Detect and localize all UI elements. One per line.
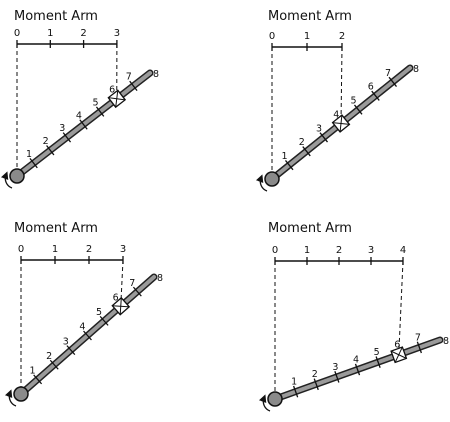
rod-tick-label: 3 xyxy=(332,362,338,373)
rod-tick-label: 5 xyxy=(374,347,380,358)
panel-title: Moment Arm xyxy=(14,9,98,24)
rod-tick xyxy=(79,119,88,130)
weight-cross xyxy=(119,297,122,315)
scale-tick-label: 0 xyxy=(269,31,275,42)
rod-tick-label: 4 xyxy=(353,354,359,365)
weight-box xyxy=(390,346,408,364)
rod-tick xyxy=(29,157,38,169)
pivot-joint xyxy=(9,168,25,184)
scale-tick-label: 2 xyxy=(86,244,92,255)
weight-guide-line xyxy=(340,46,343,124)
rod-tick-label: 4 xyxy=(79,322,85,333)
rod-tick-label: 7 xyxy=(415,332,421,343)
rod-tick-label: 3 xyxy=(63,336,69,347)
pivot-joint xyxy=(267,391,283,407)
rod-tick xyxy=(95,106,105,117)
rod-tick-label: 3 xyxy=(316,123,322,134)
rod-tick-label: 1 xyxy=(29,366,35,377)
rod-tick-label: 1 xyxy=(282,151,288,162)
rod-tick-label: 2 xyxy=(312,369,318,380)
weight-box xyxy=(107,89,127,109)
rod-tick xyxy=(49,359,59,370)
rod-tick xyxy=(46,145,55,156)
rod-tick xyxy=(319,132,329,143)
weight-box xyxy=(331,114,351,133)
rotation-arrow-icon xyxy=(0,171,13,189)
scale-tick-label: 1 xyxy=(304,31,310,42)
rod-tick xyxy=(388,76,398,87)
rod-tick xyxy=(129,80,138,92)
rod-tick-label: 8 xyxy=(413,64,419,75)
panel-title: Moment Arm xyxy=(268,221,352,236)
rod-tick-label: 1 xyxy=(291,377,297,388)
weight-cross xyxy=(115,90,119,108)
rotation-arrow-icon xyxy=(255,174,268,192)
rod-tick xyxy=(66,345,76,356)
rod-tick-label: 7 xyxy=(129,278,135,289)
pivot-joint xyxy=(264,171,280,187)
rod-tick-label: 6 xyxy=(113,292,119,303)
rod-tick-label: 7 xyxy=(126,72,132,83)
rod-tick xyxy=(62,132,72,143)
rod-tick-label: 8 xyxy=(443,336,449,347)
scale-tick-label: 2 xyxy=(339,31,345,42)
rod-tick xyxy=(99,315,109,326)
rod-tick-label: 8 xyxy=(153,69,159,80)
scale-tick-label: 1 xyxy=(47,28,53,39)
pivot-joint xyxy=(13,386,29,402)
rod-tick-label: 7 xyxy=(385,68,391,79)
scale-tick-label: 3 xyxy=(114,28,120,39)
rod-tick xyxy=(132,286,142,297)
rod-tick-label: 5 xyxy=(351,96,357,107)
scale-tick-label: 4 xyxy=(400,245,406,256)
rod-tick-label: 1 xyxy=(26,149,32,160)
scale-tick-label: 3 xyxy=(368,245,374,256)
rod-tick xyxy=(353,104,363,115)
panel-title: Moment Arm xyxy=(14,221,98,236)
rod-tick xyxy=(83,330,92,341)
rod-tick-label: 6 xyxy=(109,85,115,96)
rod-tick-label: 2 xyxy=(43,136,49,147)
rod-tick xyxy=(371,90,380,101)
rod-tick xyxy=(354,363,361,376)
rod-tick xyxy=(33,374,43,385)
rotation-arrow-icon xyxy=(258,394,271,412)
scale-tick-label: 1 xyxy=(304,245,310,256)
rod-tick-label: 6 xyxy=(394,340,400,351)
scale-tick-label: 2 xyxy=(80,28,86,39)
rod-tick-label: 5 xyxy=(96,307,102,318)
rod-tick xyxy=(334,371,340,383)
weight-cross xyxy=(394,346,403,363)
weight-guide-line xyxy=(398,260,404,355)
rod-tick xyxy=(375,356,381,368)
weight-cross xyxy=(339,115,343,132)
rod-tick xyxy=(302,146,311,157)
scale-tick-label: 0 xyxy=(272,245,278,256)
rod-tick-label: 4 xyxy=(76,110,82,121)
scale-tick-label: 3 xyxy=(120,244,126,255)
rotation-arrow-icon xyxy=(4,389,17,407)
rod-tick xyxy=(284,160,294,171)
rod-tick xyxy=(292,385,299,398)
scale-tick-label: 1 xyxy=(52,244,58,255)
rod-tick-label: 2 xyxy=(299,137,305,148)
rod-tick xyxy=(313,378,319,391)
rod-tick-label: 2 xyxy=(46,351,52,362)
panel-title: Moment Arm xyxy=(268,9,352,24)
rod-tick xyxy=(416,341,423,354)
rod-tick-label: 8 xyxy=(157,273,163,284)
panel-4: Moment Arm 0 1 2 3 4 1 2 3 4 5 6 7 8 xyxy=(258,221,449,412)
scale-tick-label: 2 xyxy=(336,245,342,256)
rod-tick-label: 5 xyxy=(93,97,99,108)
scale-tick-label: 0 xyxy=(18,244,24,255)
rod-tick-label: 6 xyxy=(368,82,374,93)
rod-tick-label: 4 xyxy=(333,109,339,120)
scale-tick-label: 0 xyxy=(14,28,20,39)
weight-box xyxy=(111,296,131,316)
rod-tick-label: 3 xyxy=(59,123,65,134)
